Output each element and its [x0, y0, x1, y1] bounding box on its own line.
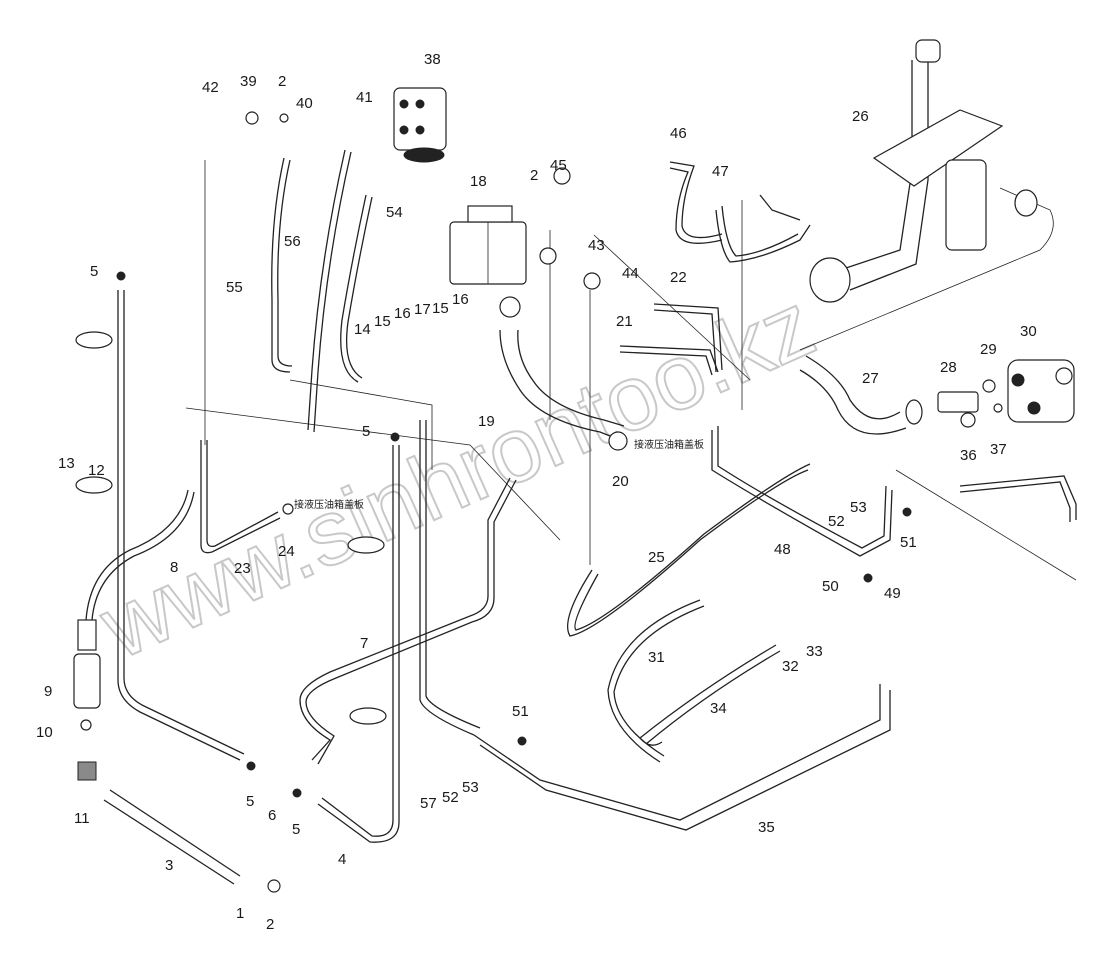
- callout-4: 4: [338, 851, 346, 868]
- callout-51: 51: [512, 703, 529, 720]
- callout-56: 56: [284, 233, 301, 250]
- tank-filter: [945, 159, 987, 251]
- callout-30: 30: [1020, 323, 1037, 340]
- callout-26: 26: [852, 108, 869, 125]
- callout-37: 37: [990, 441, 1007, 458]
- callout-5: 5: [90, 263, 98, 280]
- callout-24: 24: [278, 543, 295, 560]
- callout-54: 54: [386, 204, 403, 221]
- callout-16: 16: [452, 291, 469, 308]
- callout-47: 47: [712, 163, 729, 180]
- callout-6: 6: [268, 807, 276, 824]
- callout-51: 51: [900, 534, 917, 551]
- callout-46: 46: [670, 125, 687, 142]
- callout-2: 2: [530, 167, 538, 184]
- callout-2: 2: [278, 73, 286, 90]
- tank-cover-plate: [872, 109, 1004, 187]
- callout-49: 49: [884, 585, 901, 602]
- callout-16: 16: [394, 305, 411, 322]
- callout-44: 44: [622, 265, 639, 282]
- callout-40: 40: [296, 95, 313, 112]
- callout-8: 8: [170, 559, 178, 576]
- callout-15: 15: [374, 313, 391, 330]
- callout-5: 5: [292, 821, 300, 838]
- callout-48: 48: [774, 541, 791, 558]
- callout-28: 28: [940, 359, 957, 376]
- callout-19: 19: [478, 413, 495, 430]
- callout-11: 11: [74, 810, 90, 827]
- callout-5: 5: [362, 423, 370, 440]
- callout-39: 39: [240, 73, 257, 90]
- callout-32: 32: [782, 658, 799, 675]
- callout-55: 55: [226, 279, 243, 296]
- callout-53: 53: [850, 499, 867, 516]
- callout-2: 2: [266, 916, 274, 933]
- callout-38: 38: [424, 51, 441, 68]
- callout-1: 1: [236, 905, 244, 922]
- callout-25: 25: [648, 549, 665, 566]
- callout-23: 23: [234, 560, 251, 577]
- callout-45: 45: [550, 157, 567, 174]
- callout-52: 52: [828, 513, 845, 530]
- note-tank-cover-1: 接液压油箱盖板: [294, 498, 364, 511]
- callout-20: 20: [612, 473, 629, 490]
- adapter: [937, 391, 979, 413]
- callout-41: 41: [356, 89, 373, 106]
- callout-31: 31: [648, 649, 665, 666]
- note-tank-cover-2: 接液压油箱盖板: [634, 438, 704, 451]
- callout-10: 10: [36, 724, 53, 741]
- filter: [73, 653, 101, 709]
- callout-27: 27: [862, 370, 879, 387]
- callout-14: 14: [354, 321, 371, 338]
- callout-35: 35: [758, 819, 775, 836]
- callout-52: 52: [442, 789, 459, 806]
- callout-18: 18: [470, 173, 487, 190]
- suction-strainer: [809, 257, 851, 303]
- callout-36: 36: [960, 447, 977, 464]
- callout-7: 7: [360, 635, 368, 652]
- callout-33: 33: [806, 643, 823, 660]
- callout-50: 50: [822, 578, 839, 595]
- callout-15: 15: [432, 300, 449, 317]
- callout-17: 17: [414, 301, 431, 318]
- callout-43: 43: [588, 237, 605, 254]
- callout-42: 42: [202, 79, 219, 96]
- callout-22: 22: [670, 269, 687, 286]
- callout-29: 29: [980, 341, 997, 358]
- callouts: 1 2 2 2 3 4 5 5 5 5 6 7 8 9 10 11 12 13 …: [36, 51, 1037, 933]
- callout-12: 12: [88, 462, 105, 479]
- hoses: [85, 60, 1077, 885]
- callout-9: 9: [44, 683, 52, 700]
- breather-cap: [915, 39, 941, 63]
- parts: [73, 39, 1075, 893]
- callout-21: 21: [616, 313, 633, 330]
- callout-5: 5: [246, 793, 254, 810]
- callout-57: 57: [420, 795, 437, 812]
- callout-53: 53: [462, 779, 479, 796]
- callout-3: 3: [165, 857, 173, 874]
- steering-unit: [393, 87, 447, 151]
- connector-block: [77, 761, 97, 781]
- callout-34: 34: [710, 700, 727, 717]
- watermark: www.sinhrontoo.kz: [86, 273, 829, 679]
- callout-13: 13: [58, 455, 75, 472]
